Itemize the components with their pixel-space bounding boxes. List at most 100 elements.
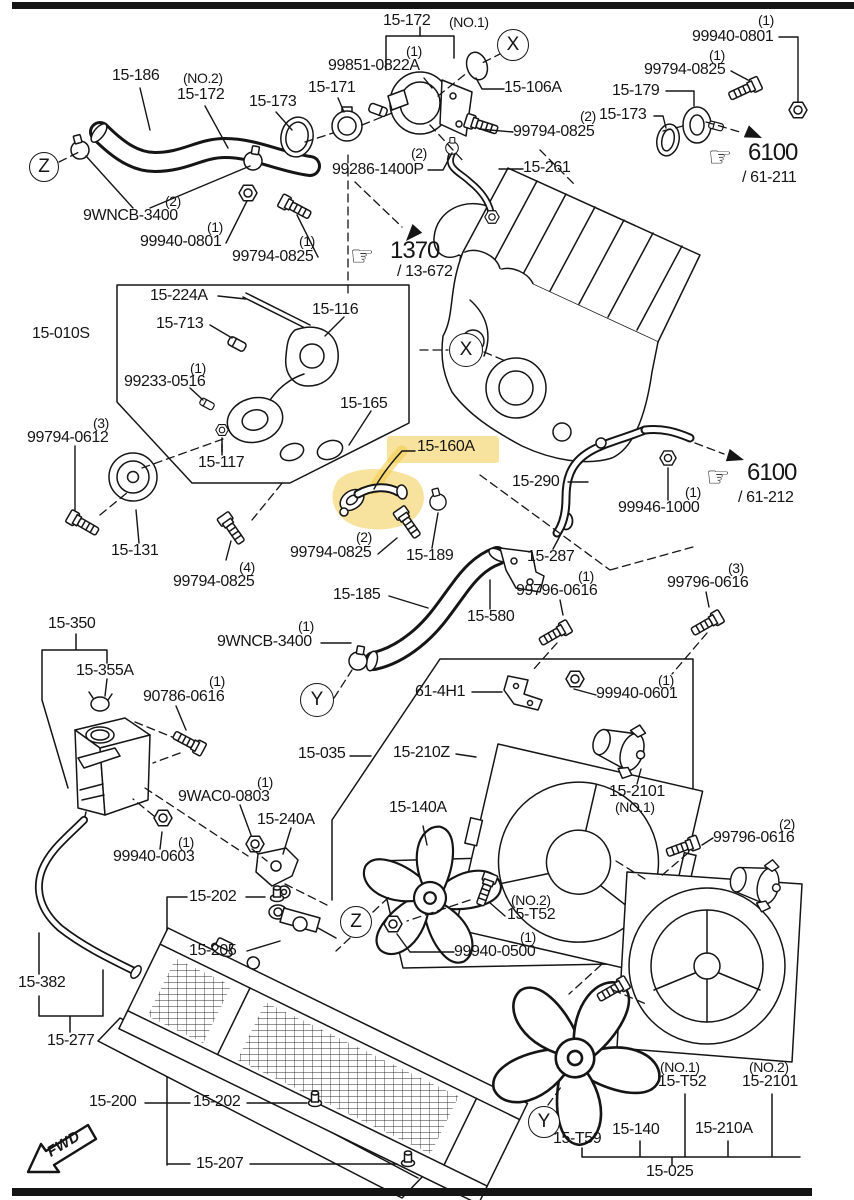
reservoir-tank-drawing [34, 691, 151, 979]
part-label-15-200: 15-200 [89, 1093, 137, 1110]
part-label-15-025: 15-025 [646, 1163, 694, 1180]
part-label-15-2101: 15-2101 [742, 1073, 798, 1090]
part-label-no-1: (NO.1) [660, 1059, 700, 1075]
leader-lines [74, 36, 799, 1165]
part-label-15-277: 15-277 [47, 1032, 95, 1049]
part-label-15-382: 15-382 [18, 974, 66, 991]
part-label-1: (1) [685, 484, 701, 500]
part-label-1: (1) [406, 43, 422, 59]
part-label-15-t52: 15-T52 [507, 906, 556, 923]
part-label-1: (1) [709, 47, 725, 63]
part-label-15-172: 15-172 [383, 12, 431, 29]
engine-drawing [433, 167, 701, 463]
part-label-2: (2) [580, 108, 596, 124]
part-label-15-205: 15-205 [189, 942, 237, 959]
part-label-15-240a: 15-240A [257, 811, 315, 828]
part-label-15-165: 15-165 [340, 395, 388, 412]
part-label-1370: 1370 [390, 237, 440, 264]
part-label-15-186: 15-186 [112, 67, 160, 84]
fwd-arrow-icon [26, 1123, 98, 1174]
ref-circle-y: Y [528, 1106, 560, 1138]
radiator-drawing [97, 927, 529, 1200]
part-label-61-212: / 61-212 [738, 489, 794, 506]
part-label-15-350: 15-350 [48, 615, 96, 632]
part-label-15-580: 15-580 [467, 608, 515, 625]
part-label-61-4h1: 61-4H1 [415, 683, 466, 700]
pulley-drawing [108, 452, 158, 502]
part-label-15-202: 15-202 [193, 1093, 241, 1110]
part-label-15-173: 15-173 [599, 106, 647, 123]
part-label-1: (1) [758, 12, 774, 28]
dashed-assembly-lines [58, 52, 741, 1106]
part-label-no-2: (NO.2) [749, 1059, 789, 1075]
part-label-1: (1) [578, 568, 594, 584]
part-label-15-140: 15-140 [612, 1121, 660, 1138]
ref-circle-z: Z [29, 152, 59, 182]
part-label-15-713: 15-713 [156, 315, 204, 332]
ref-circle-x: X [449, 333, 483, 367]
part-label-99794-0612: 99794-0612 [27, 429, 109, 446]
part-label-9wncb-3400: 9WNCB-3400 [83, 207, 178, 224]
part-label-15-290: 15-290 [512, 473, 560, 490]
water-pipe-drawing [552, 425, 695, 538]
part-label-99233-0516: 99233-0516 [124, 373, 206, 390]
pointing-hand-icon: ☞ [706, 462, 731, 493]
part-label-13-672: / 13-672 [397, 263, 453, 280]
part-label-1: (1) [257, 774, 273, 790]
page-border-bars [12, 2, 854, 1196]
fan-shroud-a-drawing [616, 851, 803, 1063]
part-label-99940-0500: 99940-0500 [454, 943, 536, 960]
part-label-4: (4) [239, 559, 255, 575]
direction-arrows [406, 125, 762, 462]
part-label-1: (1) [299, 233, 315, 249]
part-label-no-1: (NO.1) [615, 799, 655, 815]
part-label-1: (1) [207, 219, 223, 235]
pointing-hand-icon: ☞ [350, 241, 375, 272]
part-label-15-287: 15-287 [527, 548, 575, 565]
part-label-3: (3) [728, 560, 744, 576]
part-label-99794-0825: 99794-0825 [290, 544, 372, 561]
part-label-6100: 6100 [747, 459, 797, 486]
part-label-3: (3) [93, 415, 109, 431]
part-label-2: (2) [779, 816, 795, 832]
part-label-15-106a: 15-106A [504, 79, 562, 96]
upper-hose-drawing [66, 121, 321, 177]
part-label-99794-0825: 99794-0825 [232, 248, 314, 265]
part-label-1: (1) [658, 672, 674, 688]
part-label-1: (1) [298, 618, 314, 634]
part-label-15-172: 15-172 [177, 86, 225, 103]
pointing-hand-icon: ☞ [708, 142, 733, 173]
part-label-no-2: (NO.2) [183, 70, 223, 86]
part-label-2: (2) [411, 145, 427, 161]
right-outlet-drawing [655, 106, 725, 157]
part-label-15-2101: 15-2101 [609, 783, 665, 800]
part-label-15-173: 15-173 [249, 93, 297, 110]
part-label-99796-0616: 99796-0616 [516, 582, 598, 599]
part-label-99286-1400p: 99286-1400P [332, 161, 424, 178]
part-label-1: (1) [190, 360, 206, 376]
part-label-15-189: 15-189 [406, 547, 454, 564]
part-label-15-207: 15-207 [196, 1155, 244, 1172]
ref-circle-y: Y [300, 683, 334, 717]
part-label-no-2: (NO.2) [511, 892, 551, 908]
part-label-2: (2) [356, 529, 372, 545]
part-label-9wac0-0803: 9WAC0-0803 [178, 788, 270, 805]
part-label-15-035: 15-035 [298, 745, 346, 762]
ref-circle-x: X [497, 29, 529, 61]
part-label-15-117: 15-117 [198, 454, 245, 471]
part-label-99940-0801: 99940-0801 [140, 233, 222, 250]
part-label-1: (1) [209, 673, 225, 689]
part-label-99940-0801: 99940-0801 [692, 28, 774, 45]
part-label-1: (1) [178, 834, 194, 850]
part-label-99796-0616: 99796-0616 [667, 574, 749, 591]
part-label-15-160a: 15-160A [417, 438, 475, 455]
part-label-9wncb-3400: 9WNCB-3400 [217, 633, 312, 650]
part-label-99796-0616: 99796-0616 [713, 829, 795, 846]
water-pump-drawing [198, 292, 344, 462]
part-label-99940-0601: 99940-0601 [596, 685, 678, 702]
part-label-6100: 6100 [748, 139, 798, 166]
part-label-15-t59: 15-T59 [553, 1130, 602, 1147]
part-label-15-t52: 15-T52 [658, 1073, 707, 1090]
part-label-15-171: 15-171 [308, 79, 356, 96]
part-label-15-202: 15-202 [189, 888, 237, 905]
